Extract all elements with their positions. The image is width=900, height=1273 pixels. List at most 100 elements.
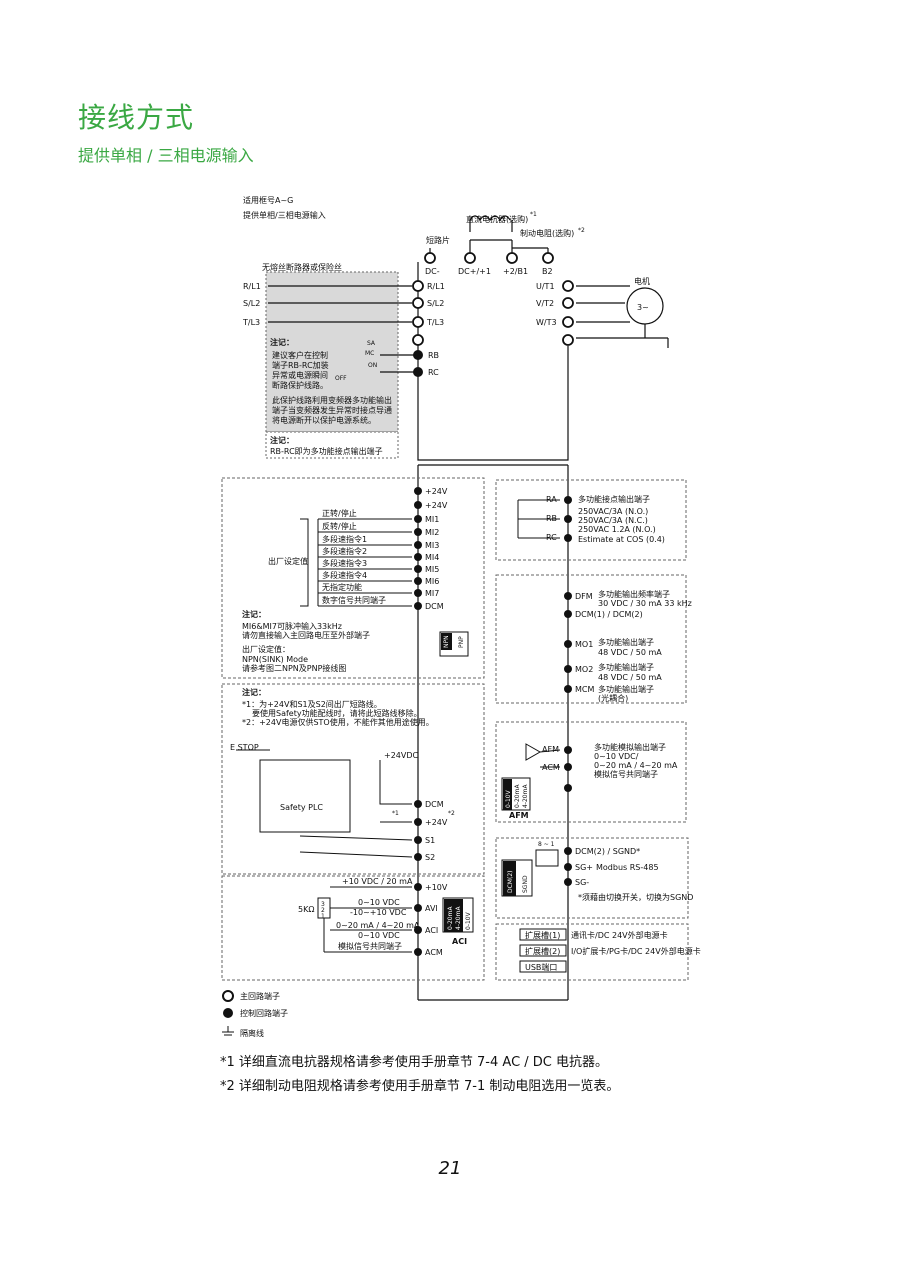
factory-setting-label: 出厂设定值	[268, 556, 308, 566]
ai-label: -10~+10 VDC	[350, 908, 407, 917]
relay-spec: Estimate at COS (0.4)	[578, 535, 665, 544]
legend-isolation: 隔离线	[240, 1028, 264, 1038]
dc-reactor-mark: *1	[530, 211, 537, 218]
legend-control: 控制回路端子	[240, 1008, 288, 1018]
note2-title: 注记：	[270, 435, 294, 445]
slot2-desc: I/O扩展卡/PG卡/DC 24V外部电源卡	[571, 946, 701, 956]
drive-main-frame	[268, 215, 669, 1001]
note2-line: RB-RC即为多功能接点输出端子	[270, 446, 383, 456]
relay-rc: RC	[546, 533, 557, 542]
do-label: 30 VDC / 30 mA 33 kHz	[598, 599, 692, 608]
rj45-pins: 8 ~ 1	[538, 841, 555, 848]
out-ut1: U/T1	[536, 282, 555, 291]
slot1-name: 扩展槽(1)	[525, 930, 560, 940]
do-label: 多功能输出频率端子	[598, 589, 670, 599]
out-wt3: W/T3	[536, 318, 557, 327]
rb-rc-note-box	[265, 431, 399, 459]
relay-ra: RA	[546, 495, 557, 504]
do-label: 多功能输出端子	[598, 662, 654, 672]
note4-line: *2：+24V电源仅供STO使用，不能作其他用途使用。	[242, 717, 434, 727]
dc-plus: DC+/+1	[458, 267, 491, 276]
do-label: 多功能输出端子	[598, 684, 654, 694]
term-dcm12: DCM(1) / DCM(2)	[575, 610, 643, 619]
main-terminal-icon	[222, 990, 234, 1002]
ai-label: 0~20 mA / 4~20 mA	[336, 921, 420, 930]
term-mo2: MO2	[575, 665, 593, 674]
rc-label: RC	[428, 368, 439, 377]
note3-line: 请勿直接输入主回路电压至外部端子	[242, 630, 370, 640]
brake-resistor-label: 制动电阻(选购)	[520, 228, 574, 238]
npn-pnp-switch	[439, 631, 469, 657]
sa-label: SA	[367, 340, 376, 347]
frame-note-1: 适用框号A~G	[243, 195, 293, 205]
motor-label: 电机	[634, 276, 650, 286]
npn-switch-knob	[441, 633, 452, 650]
di-label: 多段速指令4	[322, 570, 367, 580]
ao-label: 0~10 VDC/	[594, 752, 639, 761]
drive-sl2: S/L2	[427, 299, 444, 308]
relay-title: 多功能接点输出端子	[578, 494, 650, 504]
slot1-box	[519, 928, 567, 941]
legend: 主回路端子 控制回路端子 隔离线	[222, 990, 288, 1038]
term-acm-out: ACM	[542, 763, 560, 772]
pot-label: 5KΩ	[298, 905, 314, 914]
do-label: 多功能输出端子	[598, 637, 654, 647]
afm-opt: 0-10V	[505, 789, 512, 808]
term-mi5: MI5	[425, 565, 439, 574]
ai-label: 模拟信号共同端子	[338, 941, 402, 951]
usb-box	[519, 960, 567, 973]
right-boxes	[221, 477, 689, 981]
mc-label: MC	[365, 350, 374, 357]
term-mcm: MCM	[575, 685, 594, 694]
rb-label: RB	[428, 351, 439, 360]
comm-note: *须藉由切换开关，切换为SGND	[578, 892, 693, 902]
sgnd-opt: SGND	[522, 875, 529, 893]
modbus-label: Modbus RS-485	[596, 863, 659, 872]
fuse-label: 无熔丝断路器或保险丝	[262, 262, 342, 272]
term-mi1: MI1	[425, 515, 439, 524]
di-label: 数字信号共同端子	[322, 595, 386, 605]
note4-line: 要使用Safety功能配线时，请将此短路线移除。	[252, 708, 422, 718]
control-terminals	[413, 350, 572, 956]
note4-line: *1：为+24V和S1及S2间出厂短路线。	[242, 699, 382, 709]
dc-minus: DC-	[425, 267, 440, 276]
note3-line: 请参考图二NPN及PNP接线图	[242, 663, 346, 673]
di-label: 反转/停止	[322, 521, 357, 531]
motor-symbol: 3~	[637, 303, 649, 312]
npn-label: NPN	[443, 635, 450, 648]
b1: +2/B1	[503, 267, 528, 276]
aci-label: ACI	[452, 937, 467, 946]
pot-pin: 2	[321, 907, 325, 914]
isolation-line-icon	[222, 1026, 234, 1036]
off-label: OFF	[335, 375, 347, 382]
brake-resistor-mark: *2	[578, 227, 585, 234]
footnote-1: *1 详细直流电抗器规格请参考使用手册章节 7-4 AC / DC 电抗器。	[220, 1055, 609, 1070]
di-label: 多段速指令1	[322, 534, 367, 544]
relay-spec: 250VAC/3A (N.C.)	[578, 516, 648, 525]
term-mi7: MI7	[425, 589, 439, 598]
note1-line: 建议客户在控制	[272, 350, 328, 360]
pnp-label: PNP	[458, 636, 465, 648]
term-mi4: MI4	[425, 553, 439, 562]
note3-line: 出厂设定值：	[242, 644, 290, 654]
input-sl2: S/L2	[243, 299, 260, 308]
term-s2: S2	[425, 853, 435, 862]
term-mi3: MI3	[425, 541, 439, 550]
input-rl1: R/L1	[243, 282, 261, 291]
legend-main: 主回路端子	[240, 991, 280, 1001]
aci-opt: 4-20mA	[455, 906, 462, 930]
ao-label: 多功能模拟输出端子	[594, 742, 666, 752]
do-label: (光耦合)	[598, 693, 628, 703]
control-terminal-icon	[223, 1008, 233, 1018]
slot2-name: 扩展槽(2)	[525, 946, 560, 956]
estop-label: E STOP	[230, 743, 259, 752]
term-aci: ACI	[425, 926, 438, 935]
term-mi6: MI6	[425, 577, 439, 586]
ao-label: 模拟信号共同端子	[594, 769, 658, 779]
main-terminals	[412, 252, 574, 346]
relay-rb: RB	[546, 514, 557, 523]
term-10v: +10V	[425, 883, 448, 892]
note1-line: 断路保护线路。	[272, 380, 328, 390]
term-mo1: MO1	[575, 640, 593, 649]
